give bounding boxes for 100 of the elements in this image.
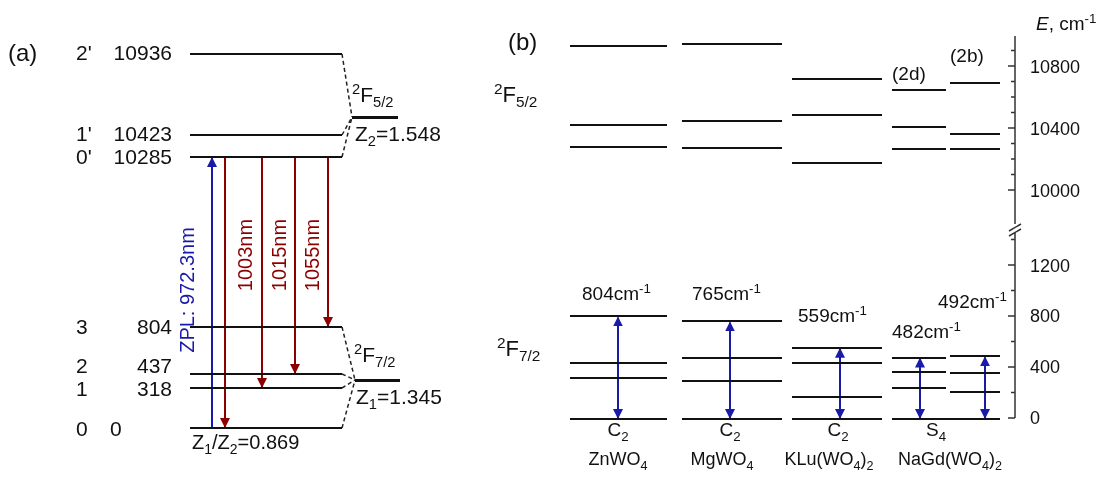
dashed-connector bbox=[341, 116, 353, 158]
panel-label: (a) bbox=[8, 41, 38, 65]
level-index: 0' bbox=[76, 146, 92, 167]
term-label: $^{2}$F$_{5/2}$ bbox=[352, 84, 394, 105]
level-index: 3 bbox=[76, 316, 88, 337]
tick-label: 10800 bbox=[1030, 58, 1081, 76]
tick-label: 10400 bbox=[1030, 120, 1081, 138]
transition-arrow bbox=[207, 157, 217, 428]
symmetry-label: S$_{4}$ bbox=[925, 420, 947, 439]
energy-level-line bbox=[682, 418, 782, 420]
energy-level-line bbox=[792, 361, 882, 364]
energy-level-line bbox=[682, 42, 782, 45]
energy-level-line bbox=[570, 315, 667, 318]
splitting-label: 482cm$^{-1}$ bbox=[892, 322, 961, 341]
energy-level-line bbox=[682, 379, 782, 382]
crystal-label: MgWO$_{4}$ bbox=[690, 450, 754, 468]
edge-label: 1015nm bbox=[269, 218, 289, 292]
level-index: 2' bbox=[76, 42, 92, 63]
tick-label: 800 bbox=[1030, 307, 1061, 325]
tick-label: 400 bbox=[1030, 358, 1061, 376]
energy-level-line bbox=[682, 356, 782, 359]
level-energy: 0 bbox=[110, 418, 122, 439]
ratio-label: Z$_{1}$/Z$_{2}$=0.869 bbox=[192, 432, 300, 452]
double-arrow bbox=[915, 357, 925, 419]
energy-level-line bbox=[950, 391, 1000, 394]
tick-label: 1200 bbox=[1030, 257, 1071, 275]
barycenter-label: Z$_{1}$=1.345 bbox=[356, 386, 442, 407]
dashed-connector bbox=[341, 379, 356, 429]
energy-level-line bbox=[570, 145, 667, 148]
dashed-connector bbox=[341, 379, 356, 389]
energy-level-line bbox=[682, 146, 782, 149]
double-arrow bbox=[725, 321, 735, 419]
splitting-label: 804cm$^{-1}$ bbox=[582, 284, 651, 303]
splitting-label: 492cm$^{-1}$ bbox=[938, 292, 1007, 311]
energy-level-line bbox=[892, 126, 946, 129]
level-energy: 10423 bbox=[113, 123, 172, 144]
dashed-connector bbox=[341, 53, 353, 118]
level-index: 1 bbox=[76, 378, 88, 399]
splitting-label: 765cm$^{-1}$ bbox=[692, 284, 761, 303]
level-index: 0 bbox=[76, 418, 88, 439]
energy-level-line bbox=[892, 387, 946, 390]
edge-label: 1055nm bbox=[302, 218, 322, 292]
edge-label: 1003nm bbox=[235, 218, 255, 292]
level-index: 2 bbox=[76, 355, 88, 376]
double-arrow bbox=[835, 347, 845, 419]
edge-label: ZPL: 972.3nm bbox=[177, 227, 197, 353]
energy-level-line bbox=[570, 377, 667, 380]
energy-level-line bbox=[892, 89, 946, 92]
splitting-label: 559cm$^{-1}$ bbox=[798, 306, 867, 325]
energy-level-line bbox=[792, 418, 882, 420]
level-energy: 437 bbox=[136, 355, 172, 376]
term-label: $^{2}$F$_{5/2}$ bbox=[494, 84, 538, 106]
energy-level-line bbox=[570, 362, 667, 365]
level-energy: 318 bbox=[136, 378, 172, 399]
energy-level-line bbox=[792, 114, 882, 117]
symmetry-label: C$_{2}$ bbox=[827, 420, 849, 439]
dashed-connector bbox=[341, 326, 356, 381]
crystal-label: KLu(WO$_{4}$)$_{2}$ bbox=[784, 450, 874, 468]
double-arrow bbox=[980, 356, 990, 419]
energy-level-line bbox=[950, 148, 1000, 151]
energy-level-line bbox=[682, 320, 782, 323]
tick-label: 0 bbox=[1030, 409, 1040, 427]
axis-title: E, cm$^{-1}$ bbox=[1036, 14, 1097, 33]
energy-level-line bbox=[570, 418, 667, 420]
transition-arrow bbox=[257, 157, 267, 388]
level-index: 1' bbox=[76, 123, 92, 144]
energy-level-line bbox=[950, 355, 1000, 358]
panel-label: (b) bbox=[508, 30, 538, 54]
barycenter-label: Z$_{2}$=1.548 bbox=[355, 123, 441, 144]
crystal-label: NaGd(WO$_{4}$)$_{2}$ bbox=[898, 450, 1002, 468]
energy-level-line bbox=[792, 346, 882, 349]
energy-level-line bbox=[682, 120, 782, 123]
level-energy: 804 bbox=[136, 316, 172, 337]
symmetry-label: C$_{2}$ bbox=[719, 420, 741, 439]
energy-level-line bbox=[792, 396, 882, 399]
energy-level-line bbox=[792, 78, 882, 81]
energy-level-line bbox=[792, 162, 882, 165]
energy-level-line bbox=[892, 356, 946, 359]
energy-level-line bbox=[570, 124, 667, 127]
dashed-connector bbox=[341, 116, 353, 136]
site-label: (2d) bbox=[892, 64, 926, 83]
crystal-label: ZnWO$_{4}$ bbox=[588, 450, 648, 468]
energy-level-line bbox=[950, 132, 1000, 135]
energy-level-line bbox=[892, 418, 1000, 420]
energy-level-line bbox=[950, 372, 1000, 375]
term-label: $^{2}$F$_{7/2}$ bbox=[354, 344, 396, 365]
tick-label: 10000 bbox=[1030, 182, 1081, 200]
energy-level-line bbox=[570, 44, 667, 47]
level-energy: 10285 bbox=[113, 146, 172, 167]
term-label: $^{2}$F$_{7/2}$ bbox=[497, 338, 541, 360]
double-arrow bbox=[613, 316, 623, 419]
transition-arrow bbox=[323, 157, 333, 327]
level-energy: 10936 bbox=[113, 42, 172, 63]
transition-arrow bbox=[290, 157, 300, 374]
site-label: (2b) bbox=[950, 46, 984, 65]
symmetry-label: C$_{2}$ bbox=[607, 420, 629, 439]
transition-arrow bbox=[220, 157, 230, 428]
energy-level-line bbox=[892, 370, 946, 373]
energy-level-line bbox=[950, 81, 1000, 84]
energy-level-line bbox=[892, 148, 946, 151]
